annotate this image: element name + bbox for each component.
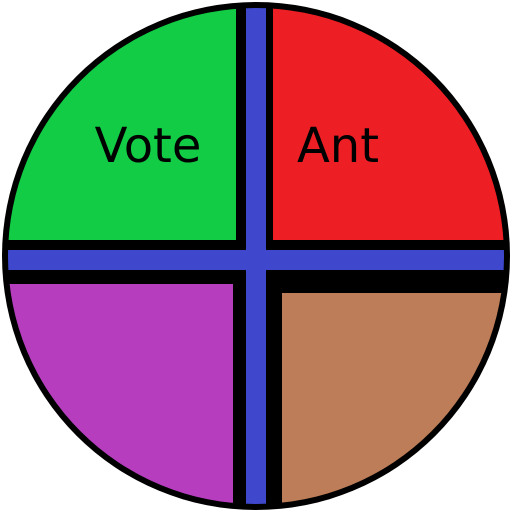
quadrant-bottom-left[interactable] [4, 284, 233, 508]
quadrant-top-left[interactable] [4, 4, 236, 240]
horizontal-divider [8, 250, 504, 270]
quadrant-bottom-right[interactable] [282, 293, 508, 508]
quadrant-top-right[interactable] [273, 4, 508, 240]
